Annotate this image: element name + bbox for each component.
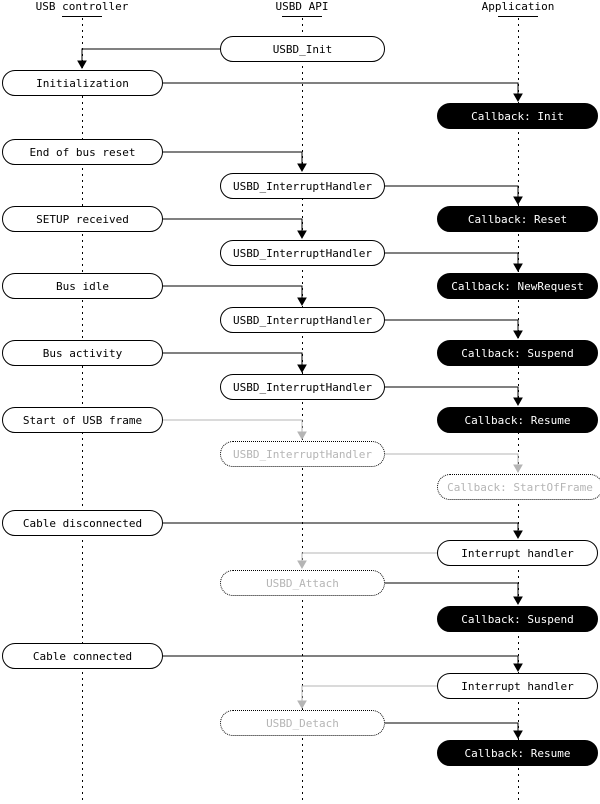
node-n1[interactable]: USBD_Init: [220, 36, 385, 62]
node-n20[interactable]: Interrupt handler: [437, 540, 598, 566]
node-label: USBD_InterruptHandler: [232, 380, 373, 394]
node-label: Cable disconnected: [22, 516, 143, 530]
arrowhead-c5: [297, 230, 307, 240]
arrowhead-c1: [77, 60, 87, 70]
column-header-usbd-api: USBD API: [275, 0, 329, 13]
node-label: USBD_InterruptHandler: [232, 179, 373, 193]
node-n21[interactable]: USBD_Attach: [220, 570, 385, 596]
node-n8[interactable]: USBD_InterruptHandler: [220, 240, 385, 266]
connector-c8: [385, 319, 519, 338]
node-n3[interactable]: Callback: Init: [437, 103, 598, 129]
node-label: Callback: Suspend: [461, 346, 574, 360]
node-n17[interactable]: USBD_InterruptHandler: [220, 441, 385, 467]
connector-c7: [163, 285, 303, 305]
connector-c14: [301, 552, 437, 568]
connector-c10: [385, 386, 519, 405]
node-n7[interactable]: SETUP received: [2, 206, 163, 232]
arrowhead-c9: [297, 364, 307, 374]
arrowhead-c11: [297, 431, 307, 441]
node-n22[interactable]: Callback: Suspend: [437, 606, 598, 632]
node-n2[interactable]: Initialization: [2, 70, 163, 96]
connector-c13: [163, 522, 519, 538]
connector-c5: [163, 218, 303, 238]
node-n10[interactable]: Bus idle: [2, 273, 163, 299]
node-n15[interactable]: Callback: Resume: [437, 407, 598, 433]
node-label: Bus idle: [56, 279, 109, 293]
node-n12[interactable]: Callback: Suspend: [437, 340, 598, 366]
node-label: Callback: Reset: [467, 212, 568, 226]
connector-c4: [385, 185, 519, 204]
node-n5[interactable]: USBD_InterruptHandler: [220, 173, 385, 199]
node-label: Initialization: [36, 76, 129, 90]
arrowhead-c18: [513, 730, 523, 740]
node-n13[interactable]: Bus activity: [2, 340, 163, 366]
node-label: Cable connected: [32, 649, 133, 663]
node-n11[interactable]: USBD_InterruptHandler: [220, 307, 385, 333]
arrowhead-c15: [513, 596, 523, 606]
node-label: Callback: NewRequest: [451, 279, 584, 293]
node-n19[interactable]: Cable disconnected: [2, 510, 163, 536]
node-label: Callback: Resume: [464, 746, 571, 760]
node-label: Interrupt handler: [461, 679, 574, 693]
node-n24[interactable]: Interrupt handler: [437, 673, 598, 699]
node-n26[interactable]: Callback: Resume: [437, 740, 598, 766]
node-label: End of bus reset: [29, 145, 136, 159]
connector-c6: [385, 252, 519, 271]
arrowhead-c16: [513, 663, 523, 673]
node-n16[interactable]: Start of USB frame: [2, 407, 163, 433]
node-n9[interactable]: Callback: NewRequest: [437, 273, 598, 299]
arrowhead-c4: [513, 196, 523, 206]
node-n14[interactable]: USBD_InterruptHandler: [220, 374, 385, 400]
arrowhead-c2: [513, 93, 523, 103]
column-header-application: Application: [481, 0, 555, 13]
connector-c2: [163, 82, 519, 101]
node-label: USBD_Detach: [266, 716, 339, 730]
connector-c11: [163, 419, 303, 439]
connector-c15: [385, 582, 519, 604]
connector-group: [77, 48, 523, 740]
node-label: Callback: Init: [471, 109, 564, 123]
node-label: USBD_InterruptHandler: [232, 246, 373, 260]
connector-c3: [163, 151, 303, 171]
arrowhead-c13: [513, 530, 523, 540]
node-label: Callback: StartOfFrame: [447, 480, 593, 494]
connector-c9: [163, 352, 303, 372]
arrowhead-c17: [297, 700, 307, 710]
node-label: USBD_Init: [272, 42, 333, 56]
connector-c1: [81, 48, 220, 68]
node-n4[interactable]: End of bus reset: [2, 139, 163, 165]
arrowhead-c3: [297, 163, 307, 173]
node-label: Start of USB frame: [22, 413, 143, 427]
node-n23[interactable]: Cable connected: [2, 643, 163, 669]
arrowhead-c12: [513, 464, 523, 474]
connector-c16: [163, 655, 519, 671]
node-label: USBD_InterruptHandler: [232, 313, 373, 327]
node-label: USBD_InterruptHandler: [232, 447, 373, 461]
node-label: SETUP received: [36, 212, 129, 226]
arrowhead-c8: [513, 330, 523, 340]
node-label: Bus activity: [42, 346, 123, 360]
column-header-usb-controller: USB controller: [35, 0, 129, 13]
node-label: USBD_Attach: [266, 576, 339, 590]
arrowhead-c14: [297, 560, 307, 570]
arrowhead-c7: [297, 297, 307, 307]
arrowhead-c6: [513, 263, 523, 273]
connector-c17: [301, 685, 437, 708]
connector-c12: [385, 453, 519, 472]
node-label: Callback: Resume: [464, 413, 571, 427]
node-n6[interactable]: Callback: Reset: [437, 206, 598, 232]
node-label: Interrupt handler: [461, 546, 574, 560]
connector-c18: [385, 722, 519, 738]
node-n18[interactable]: Callback: StartOfFrame: [437, 474, 600, 500]
node-label: Callback: Suspend: [461, 612, 574, 626]
arrowhead-c10: [513, 397, 523, 407]
node-n25[interactable]: USBD_Detach: [220, 710, 385, 736]
